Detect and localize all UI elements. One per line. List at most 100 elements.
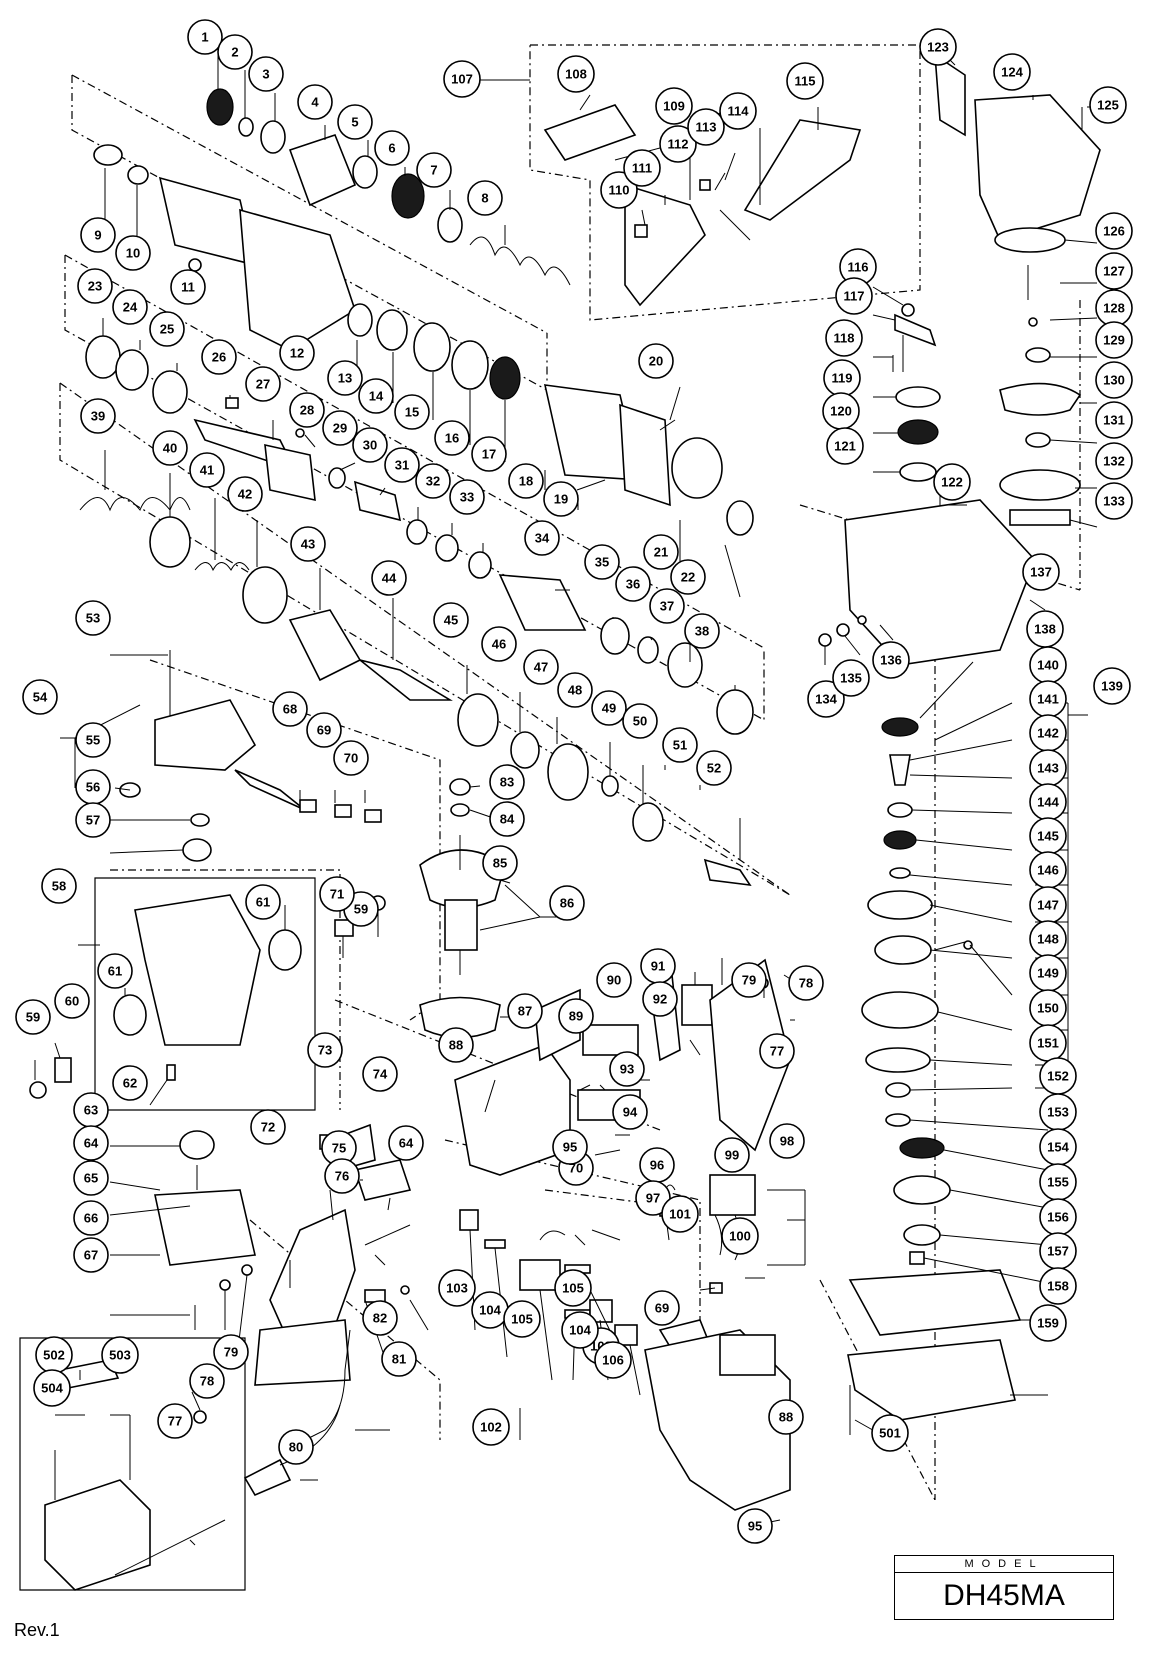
callout-number: 106 <box>602 1353 624 1368</box>
callout-number: 114 <box>728 104 750 119</box>
callout-124: 124 <box>993 53 1031 91</box>
callout-number: 97 <box>646 1191 660 1206</box>
callout-number: 147 <box>1037 898 1059 913</box>
callout-number: 86 <box>560 896 574 911</box>
callout-number: 130 <box>1103 373 1125 388</box>
callout-50: 50 <box>622 703 658 739</box>
callout-95: 95 <box>552 1129 588 1165</box>
callout-137: 137 <box>1022 553 1060 591</box>
callout-number: 12 <box>290 346 304 361</box>
revision-label: Rev.1 <box>14 1620 60 1640</box>
callout-20: 20 <box>638 343 674 379</box>
callout-118: 118 <box>825 319 863 357</box>
callout-503: 503 <box>101 1336 139 1374</box>
callout-59: 59 <box>15 999 51 1035</box>
callout-number: 88 <box>449 1038 463 1053</box>
callout-number: 59 <box>26 1010 40 1025</box>
callout-116: 116 <box>839 248 877 286</box>
callout-number: 20 <box>649 354 663 369</box>
callout-138: 138 <box>1026 610 1064 648</box>
callout-number: 146 <box>1037 863 1059 878</box>
callout-number: 89 <box>569 1009 583 1024</box>
callout-99: 99 <box>714 1137 750 1173</box>
callout-number: 113 <box>696 120 717 135</box>
callout-number: 129 <box>1103 333 1125 348</box>
callout-number: 104 <box>569 1323 591 1338</box>
callout-number: 74 <box>373 1067 388 1082</box>
callout-95: 95 <box>737 1508 773 1544</box>
callout-96: 96 <box>639 1147 675 1183</box>
callout-104: 104 <box>561 1311 599 1349</box>
callout-45: 45 <box>433 602 469 638</box>
callout-34: 34 <box>524 520 560 556</box>
callout-54: 54 <box>22 679 58 715</box>
callout-119: 119 <box>823 359 861 397</box>
callout-61: 61 <box>97 953 133 989</box>
callout-131: 131 <box>1095 401 1133 439</box>
callout-number: 27 <box>256 377 270 392</box>
callout-64: 64 <box>73 1125 109 1161</box>
callout-132: 132 <box>1095 442 1133 480</box>
callout-75: 75 <box>321 1130 357 1166</box>
callout-number: 48 <box>568 683 582 698</box>
model-name: DH45MA <box>943 1579 1065 1612</box>
callout-114: 114 <box>719 92 757 130</box>
callout-number: 137 <box>1030 565 1052 580</box>
callout-101: 101 <box>661 1195 699 1233</box>
callout-80: 80 <box>278 1429 314 1465</box>
callout-number: 79 <box>742 973 756 988</box>
callout-35: 35 <box>584 544 620 580</box>
callout-number: 152 <box>1047 1069 1069 1084</box>
callout-150: 150 <box>1029 989 1067 1027</box>
callout-number: 44 <box>382 571 397 586</box>
callout-88: 88 <box>438 1027 474 1063</box>
callout-number: 69 <box>655 1301 669 1316</box>
callout-146: 146 <box>1029 851 1067 889</box>
callout-86: 86 <box>549 885 585 921</box>
callout-23: 23 <box>77 268 113 304</box>
callout-103: 103 <box>438 1269 476 1307</box>
callout-number: 93 <box>620 1062 634 1077</box>
callout-number: 73 <box>318 1043 332 1058</box>
callout-number: 158 <box>1047 1279 1069 1294</box>
callout-number: 3 <box>262 67 269 82</box>
callout-number: 139 <box>1101 679 1123 694</box>
callout-126: 126 <box>1095 212 1133 250</box>
callout-number: 95 <box>563 1140 577 1155</box>
callout-120: 120 <box>822 392 860 430</box>
callout-8: 8 <box>467 180 503 216</box>
callout-number: 92 <box>653 992 667 1007</box>
callout-number: 78 <box>200 1374 214 1389</box>
callout-32: 32 <box>415 463 451 499</box>
callout-18: 18 <box>508 463 544 499</box>
callout-number: 58 <box>52 879 66 894</box>
callout-64: 64 <box>388 1125 424 1161</box>
callout-number: 119 <box>832 371 853 386</box>
callout-157: 157 <box>1039 1232 1077 1270</box>
callout-41: 41 <box>189 452 225 488</box>
callout-502: 502 <box>35 1336 73 1374</box>
callout-number: 103 <box>446 1281 468 1296</box>
callout-55: 55 <box>75 722 111 758</box>
callout-6: 6 <box>374 130 410 166</box>
callout-21: 21 <box>643 534 679 570</box>
callout-number: 69 <box>317 723 331 738</box>
callout-number: 62 <box>123 1076 137 1091</box>
callout-22: 22 <box>670 559 706 595</box>
callout-148: 148 <box>1029 920 1067 958</box>
callout-number: 121 <box>834 439 856 454</box>
callout-39: 39 <box>80 398 116 434</box>
callout-markers: 1234567891011121314151617181920212223242… <box>15 19 1133 1544</box>
callout-24: 24 <box>112 289 148 325</box>
callout-141: 141 <box>1029 680 1067 718</box>
callout-number: 134 <box>815 692 837 707</box>
callout-113: 113 <box>687 108 725 146</box>
callout-number: 5 <box>351 115 358 130</box>
callout-105: 105 <box>503 1300 541 1338</box>
callout-40: 40 <box>152 430 188 466</box>
callout-number: 65 <box>84 1171 98 1186</box>
callout-102: 102 <box>472 1408 510 1446</box>
callout-number: 29 <box>333 421 347 436</box>
callout-number: 155 <box>1047 1175 1069 1190</box>
